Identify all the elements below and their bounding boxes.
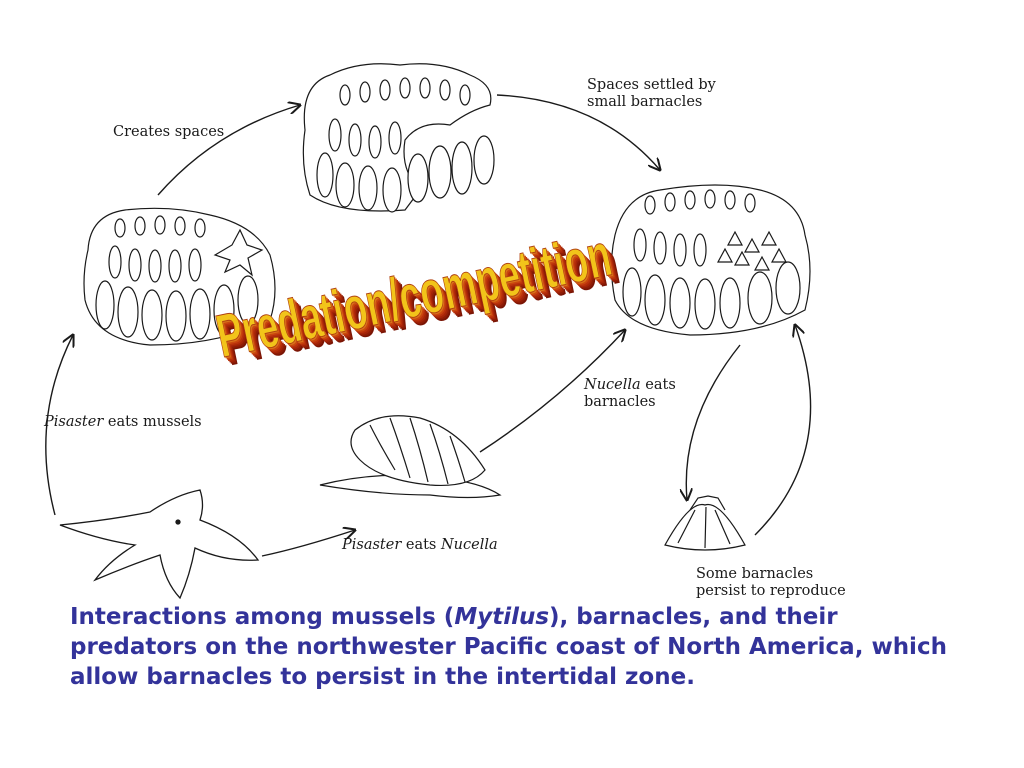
food-web-diagram bbox=[45, 63, 812, 600]
arrow-spaces-settled bbox=[496, 94, 660, 170]
arrow-creates-spaces bbox=[157, 105, 300, 196]
label-pisaster-eats-nucella: Pisaster eats Nucella bbox=[342, 537, 498, 553]
figure-caption: Interactions among mussels (Mytilus), ba… bbox=[70, 604, 947, 690]
label-nucella-eats-barnacles: Nucella eats barnacles bbox=[584, 377, 676, 410]
label-some-barnacles-persist: Some barnacles persist to reproduce bbox=[696, 566, 846, 599]
mussel-bed-right bbox=[610, 184, 811, 336]
label-creates-spaces: Creates spaces bbox=[113, 124, 225, 140]
arrow-barnacles-down bbox=[686, 344, 741, 500]
label-spaces-settled: Spaces settled by small barnacles bbox=[587, 77, 716, 110]
mussel-bed-top bbox=[302, 63, 495, 213]
small-sea-star-icon bbox=[213, 228, 264, 277]
barnacle bbox=[664, 495, 746, 551]
arrow-nucella-eats-barnacles bbox=[479, 330, 625, 453]
nucella-snail bbox=[319, 415, 502, 499]
mussel-bed-left bbox=[83, 207, 276, 346]
arrow-pisaster-eats-mussels bbox=[45, 335, 73, 516]
pisaster-sea-star bbox=[59, 489, 260, 600]
arrow-pisaster-eats-nucella bbox=[261, 530, 355, 557]
arrow-barnacles-up bbox=[754, 325, 812, 536]
label-pisaster-eats-mussels: Pisaster eats mussels bbox=[44, 414, 202, 430]
cycle-arrows bbox=[45, 94, 812, 557]
